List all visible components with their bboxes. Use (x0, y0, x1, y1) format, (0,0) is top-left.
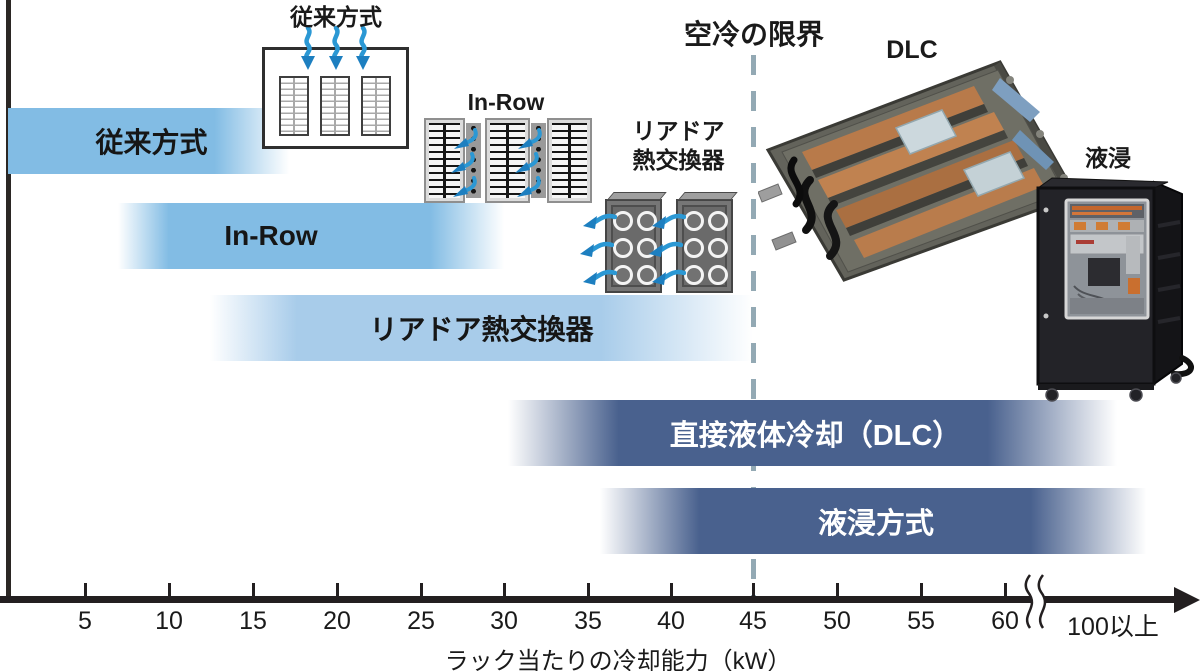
x-axis-tick-label: 25 (407, 607, 435, 635)
y-axis-line (6, 0, 11, 601)
server-rack-icon (485, 118, 530, 203)
x-axis-title: ラック当たりの冷却能力（kW） (444, 648, 792, 671)
airflow-left-arrow-icon (580, 240, 614, 261)
conventional-room-illustration (262, 47, 409, 149)
x-axis-line (0, 596, 1182, 603)
x-axis-tick-label: 5 (78, 607, 92, 635)
server-rack-icon (279, 76, 309, 136)
reardoor-label-line2: 熱交換器 (632, 147, 725, 173)
airflow-arrow-icon (452, 128, 479, 151)
airflow-arrow-icon (516, 128, 543, 151)
airflow-left-arrow-icon (649, 240, 683, 261)
x-axis-tick (751, 583, 755, 596)
bar-immersion-label: 液浸方式 (817, 508, 934, 540)
inrow-illustration-label: In-Row (467, 89, 545, 115)
airflow-arrow-icon (449, 152, 476, 175)
x-axis-arrowhead (1174, 587, 1200, 613)
conventional-illustration-label: 従来方式 (290, 4, 382, 30)
x-axis-tick-label: 10 (155, 607, 183, 635)
airflow-left-arrow-icon (652, 268, 686, 289)
x-axis-tick (502, 583, 506, 596)
x-axis-tick (335, 583, 339, 596)
dlc-photo-label: DLC (886, 36, 938, 64)
x-axis-tick-label: 100以上 (1067, 613, 1159, 641)
airflow-left-arrow-icon (583, 268, 617, 289)
airflow-arrow-icon (513, 152, 540, 175)
x-axis-tick (669, 583, 673, 596)
immersion-tank-photo (1036, 177, 1194, 402)
bar-inrow: In-Row (118, 203, 508, 269)
reardoor-cabinet-icon (676, 199, 733, 293)
x-axis-tick-label: 40 (657, 607, 685, 635)
x-axis-tick (251, 583, 255, 596)
reardoor-illustration-label: リアドア 熱交換器 (616, 117, 741, 175)
server-rack-icon (320, 76, 350, 136)
dlc-server-photo (758, 60, 1079, 282)
bar-reardoor: リアドア熱交換器 (210, 295, 753, 361)
bar-dlc-label: 直接液体冷却（DLC） (669, 420, 962, 452)
reardoor-cabinet-icon (605, 199, 662, 293)
x-axis-tick (1003, 583, 1007, 596)
airflow-left-arrow-icon (583, 212, 617, 233)
x-axis-tick-label: 15 (239, 607, 267, 635)
x-axis-tick (167, 583, 171, 596)
air-cooling-limit-line (751, 55, 756, 600)
bar-reardoor-label: リアドア熱交換器 (369, 314, 594, 345)
x-axis-tick (586, 583, 590, 596)
x-axis-tick-label: 30 (490, 607, 518, 635)
x-axis-tick-label: 60 (991, 607, 1019, 635)
bar-inrow-label: In-Row (224, 220, 318, 251)
x-axis-break (1024, 574, 1047, 629)
bar-dlc: 直接液体冷却（DLC） (508, 400, 1123, 466)
airflow-down-arrow-icon (355, 26, 371, 70)
x-axis-tick (83, 583, 87, 596)
bar-conventional-label: 従来方式 (95, 127, 208, 158)
x-axis-tick-label: 50 (823, 607, 851, 635)
airflow-arrow-icon (515, 176, 542, 199)
x-axis-tick-label: 35 (574, 607, 602, 635)
server-rack-icon (547, 118, 592, 203)
x-axis-tick (835, 583, 839, 596)
reardoor-label-line1: リアドア (632, 118, 725, 144)
air-cooling-limit-label: 空冷の限界 (683, 19, 824, 50)
x-axis-tick-label: 55 (907, 607, 935, 635)
x-axis-tick-label: 45 (739, 607, 767, 635)
x-axis-tick (419, 583, 423, 596)
bar-immersion: 液浸方式 (600, 488, 1152, 554)
airflow-down-arrow-icon (300, 26, 316, 70)
server-rack-icon (424, 118, 465, 203)
x-axis-tick (919, 583, 923, 596)
immersion-photo-label: 液浸 (1085, 145, 1131, 171)
x-axis-tick-label: 20 (323, 607, 351, 635)
airflow-left-arrow-icon (652, 212, 686, 233)
bar-conventional: 従来方式 (8, 108, 295, 174)
server-rack-icon (361, 76, 391, 136)
airflow-down-arrow-icon (328, 26, 344, 70)
airflow-arrow-icon (451, 176, 478, 199)
